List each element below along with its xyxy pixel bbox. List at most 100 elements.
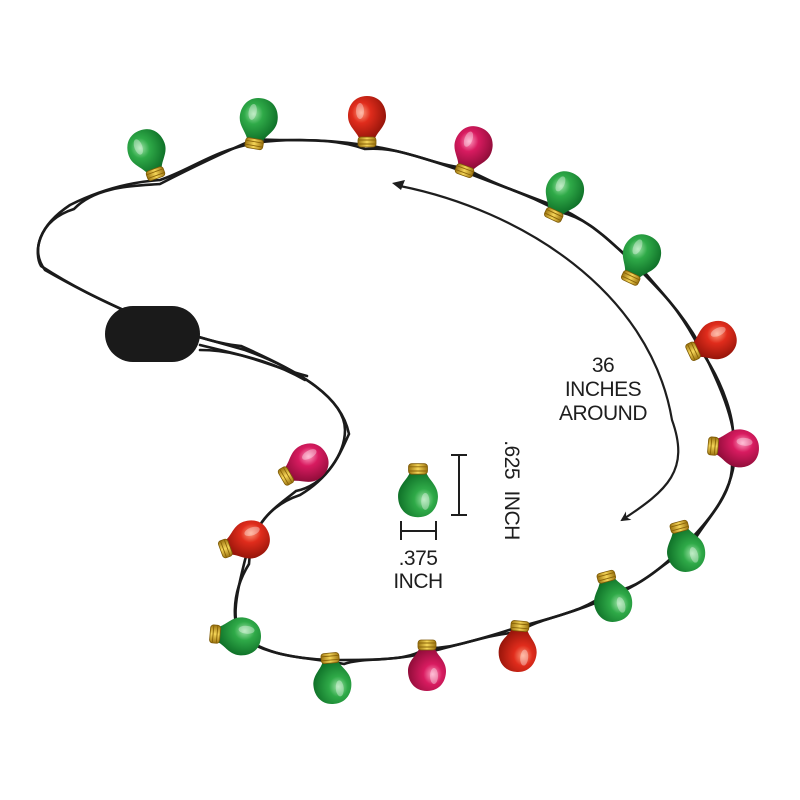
bulb-icon: [277, 443, 329, 486]
socket-thread: [320, 654, 339, 658]
socket-thread: [321, 658, 340, 662]
curved-double-arrow-icon: [399, 184, 680, 522]
bulb-icon: [594, 569, 633, 622]
width-dimension-marker: [400, 521, 437, 540]
socket-thread: [598, 575, 616, 582]
bulb-highlight: [421, 493, 430, 510]
bulb-socket: [320, 652, 340, 664]
socket-thread: [245, 139, 264, 144]
bulb-icon: [209, 617, 261, 656]
bulb-glass: [313, 661, 352, 704]
sample-bulb: [398, 463, 438, 518]
socket-thread: [709, 436, 713, 455]
bulb-highlight: [244, 526, 260, 536]
bulb-highlight: [335, 680, 344, 697]
bulb-glass: [594, 578, 633, 622]
bulb-icon: [313, 652, 352, 704]
bulb-glass: [498, 629, 537, 672]
bulb-highlight: [555, 176, 566, 192]
bulb-highlight: [520, 649, 529, 666]
bulb-glass: [285, 443, 329, 482]
bulb-icon: [498, 620, 537, 672]
arrow-start-head: [392, 180, 405, 190]
socket-thread: [511, 622, 530, 626]
bulb-glass: [545, 171, 585, 215]
bulb-icon: [544, 171, 585, 223]
bulb-icon: [127, 129, 166, 182]
bulb-socket: [621, 270, 641, 286]
socket-thread: [223, 539, 231, 557]
socket-thread: [279, 468, 290, 486]
bulb-icon: [348, 96, 386, 148]
bulb-socket: [544, 207, 564, 223]
battery-pack-icon: [105, 306, 200, 362]
socket-thread: [211, 624, 215, 643]
height-label: .625 INCH: [500, 440, 523, 540]
socket-thread: [621, 275, 639, 284]
bulb-glass: [716, 429, 759, 468]
socket-thread: [282, 466, 293, 484]
bulb-socket: [277, 466, 295, 486]
socket-thread: [544, 212, 562, 221]
bulb-socket: [510, 620, 530, 632]
circumference-around: AROUND: [559, 402, 647, 425]
bulb-socket: [707, 436, 719, 456]
bulb-highlight: [710, 326, 726, 337]
socket-thread: [215, 625, 219, 644]
socket-thread: [456, 165, 474, 173]
socket-thread: [510, 626, 529, 630]
bulb-icon: [217, 520, 270, 559]
necklace-wire: [36, 137, 737, 666]
bulb-highlight: [133, 139, 143, 155]
bulb-socket: [209, 624, 221, 644]
bulb-socket: [417, 639, 437, 651]
socket-thread: [623, 271, 640, 281]
bulb-icon: [667, 519, 706, 572]
width-unit: INCH: [393, 570, 442, 593]
bulb-highlight: [736, 437, 753, 446]
bulb-glass: [226, 520, 270, 559]
width-value: .375: [399, 547, 438, 570]
socket-thread: [147, 172, 165, 180]
bulb-glass: [239, 98, 278, 142]
bulb-highlight: [302, 449, 317, 460]
socket-thread: [219, 540, 227, 558]
bulb-highlight: [430, 668, 438, 684]
bulb-socket: [408, 463, 428, 475]
socket-thread: [146, 168, 164, 176]
bulb-icon: [707, 429, 759, 468]
bulb-icon: [408, 639, 446, 691]
bulb-icon: [398, 463, 438, 518]
bulb-string: [127, 96, 759, 704]
bulb-glass: [398, 473, 438, 518]
height-dimension-marker: [451, 454, 467, 516]
bulb-glass: [622, 234, 662, 278]
bulb-glass: [218, 617, 261, 656]
socket-thread: [671, 525, 689, 532]
bulb-highlight: [356, 103, 364, 119]
bulb-highlight: [632, 239, 643, 255]
bulb-socket: [685, 341, 701, 361]
bulb-glass: [454, 126, 493, 170]
bulb-highlight: [248, 104, 257, 120]
bulb-highlight: [463, 131, 474, 147]
bulb-glass: [693, 320, 737, 360]
bulb-glass: [127, 129, 166, 173]
bulb-icon: [621, 234, 662, 286]
bulb-highlight: [616, 597, 626, 613]
socket-thread: [546, 208, 563, 218]
bulb-highlight: [689, 547, 699, 563]
bulb-icon: [685, 320, 737, 361]
bulb-icon: [239, 98, 278, 151]
socket-thread: [669, 522, 688, 528]
bulb-icon: [454, 126, 493, 179]
socket-thread: [690, 342, 700, 359]
socket-thread: [455, 169, 473, 177]
socket-thread: [596, 572, 615, 578]
circumference-number: 36: [592, 354, 614, 377]
socket-thread: [687, 343, 696, 361]
socket-thread: [244, 143, 263, 148]
socket-thread: [713, 437, 717, 456]
